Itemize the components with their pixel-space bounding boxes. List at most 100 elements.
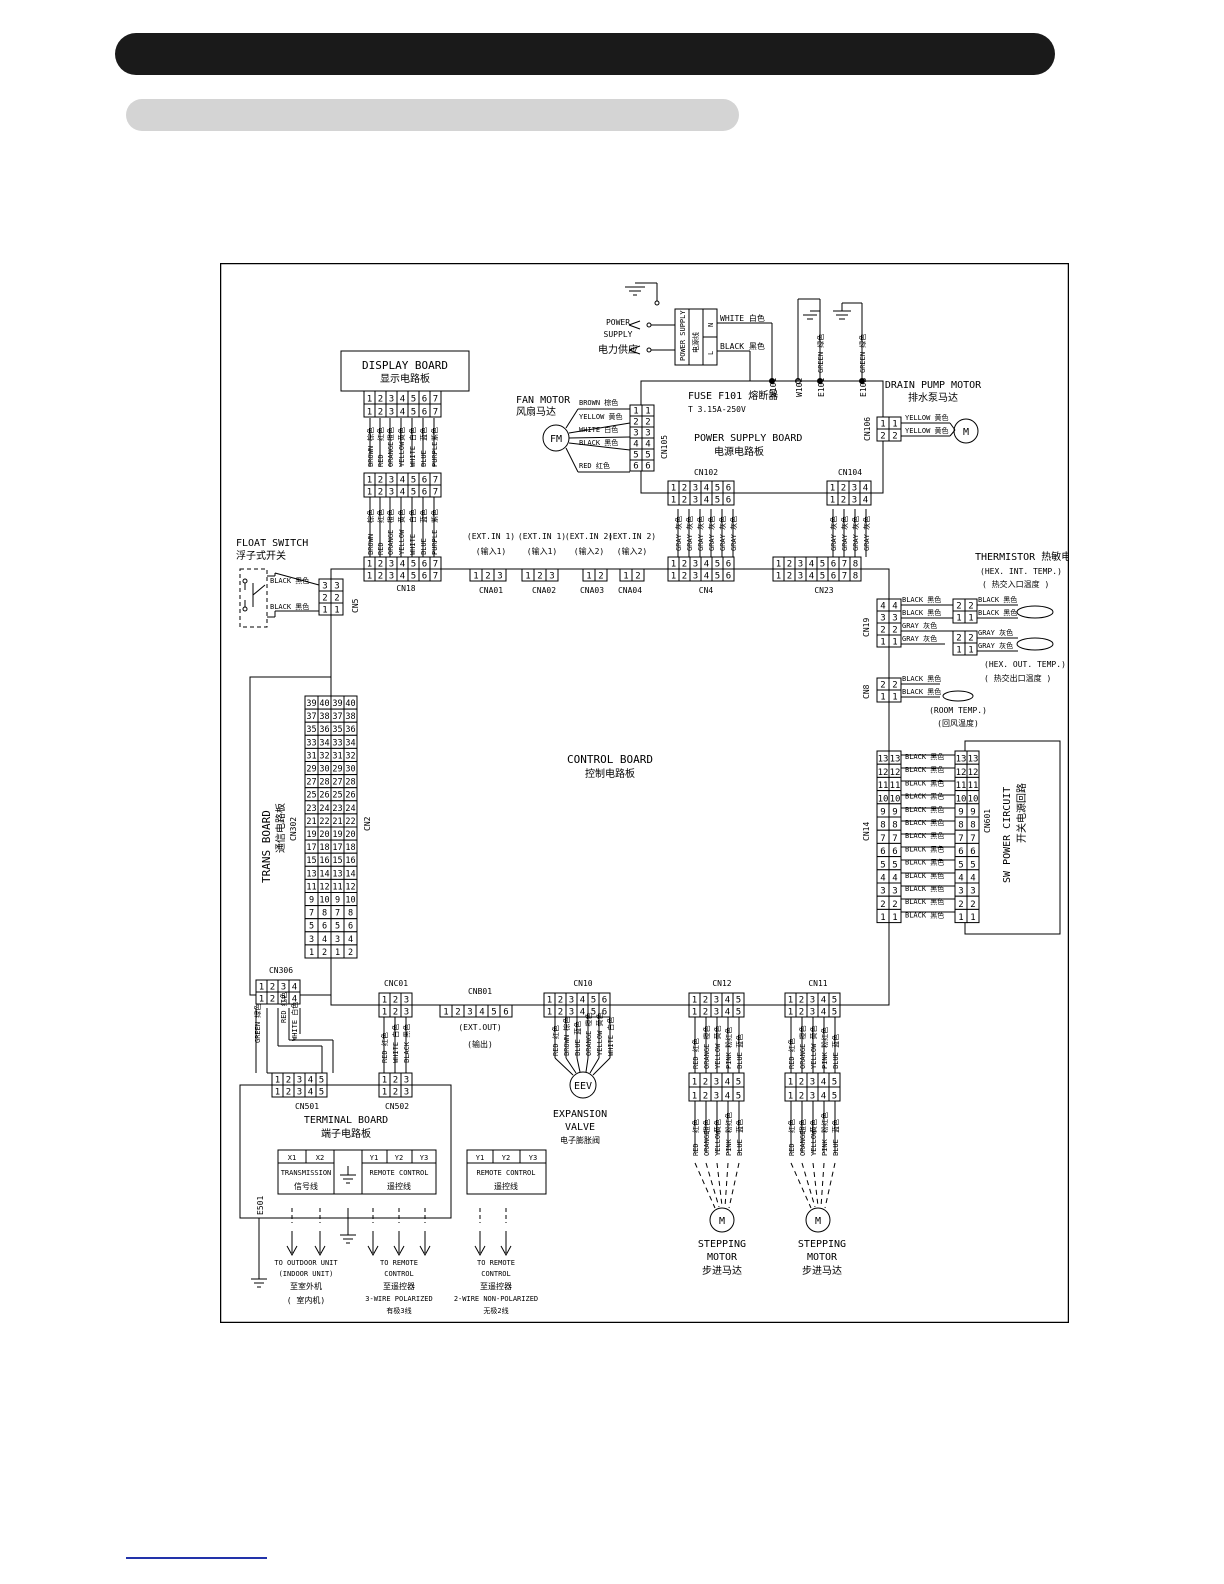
connector-pin-number: 2 [703, 996, 708, 1006]
stepping-motor-2-label-2: MOTOR [807, 1252, 838, 1263]
connector-pin-number: 3 [714, 996, 719, 1006]
connector-pin-number: 4 [400, 476, 405, 486]
connector-pin [964, 642, 978, 656]
connector-pin [732, 1004, 745, 1018]
cn2-label: CN2 [363, 816, 372, 831]
connector-pin-number: 35 [332, 725, 342, 735]
connector-pin-number: 21 [306, 817, 316, 827]
connector-pin-number: 1 [776, 572, 781, 582]
connector-pin-number: 3 [714, 1078, 719, 1088]
connector-pin-number: 16 [345, 856, 355, 866]
cn18-wire-1: RED [377, 542, 385, 555]
connector-pin-number: 1 [788, 1092, 793, 1102]
cn23-gray-wire-0: GRAY 灰色 [829, 516, 838, 551]
expansion-valve-label-2: VALVE [565, 1122, 595, 1133]
thermistor-hex-in-label: (HEX. INT. TEMP.) [980, 567, 1062, 576]
connector-pin-number: 10 [968, 794, 979, 804]
connector-pin-number: 3 [892, 614, 897, 624]
connector-pin-number: 31 [306, 751, 316, 761]
connector-pin-number: 6 [422, 408, 427, 418]
terminal-y1-a: Y1 [370, 1154, 378, 1162]
float-switch-label: FLOAT SWITCH [236, 538, 308, 549]
green-earth-1: GREEN 绿色 [816, 334, 825, 373]
cn18-wire-zh-0: 棕色 [366, 509, 375, 523]
connector-pin-number: 4 [400, 408, 405, 418]
connector-pin-number: 3 [798, 560, 803, 570]
cn12-wire-3: PINK 粉红色 [724, 1027, 733, 1069]
connector-pin-number: 7 [970, 834, 975, 844]
connector-pin-number: 5 [491, 1008, 496, 1018]
connector-pin-number: 7 [958, 834, 963, 844]
cn302-label: CN302 [289, 817, 298, 841]
connector-pin-number: 7 [433, 476, 438, 486]
e501-label: E501 [256, 1196, 265, 1215]
connector-pin-number: 16 [319, 856, 329, 866]
th-wire-8: GRAY 灰色 [978, 641, 1013, 650]
th-wire-2: BLACK 黑色 [902, 608, 941, 617]
connector-pin-number: 2 [485, 572, 490, 582]
connector-pin-number: 3 [389, 572, 394, 582]
drain-pump-symbol [953, 418, 979, 444]
cn18-wire-zh-6: 紫色 [430, 509, 439, 523]
header-bar [115, 33, 1055, 75]
connector-pin-number: 1 [645, 407, 650, 417]
cn11-wire-0: RED 红色 [787, 1038, 796, 1069]
stepping-motor-1-label-1: STEPPING [698, 1239, 746, 1250]
connector-pin-number: 4 [292, 983, 297, 993]
cn14-wire-12: BLACK 黑色 [905, 910, 944, 919]
fan-motor-label: FAN MOTOR [516, 395, 571, 406]
connector-pin-number: 1 [367, 408, 372, 418]
display-wire-4: WHITE [409, 446, 417, 467]
connector-pin-number: 1 [367, 476, 372, 486]
connector-pin-number: 2 [378, 572, 383, 582]
connector-pin [315, 1084, 328, 1098]
cn11-wire-4: BLUE 蓝色 [831, 1034, 840, 1069]
connector-pin-number: 3 [693, 496, 698, 506]
connector-pin-number: 6 [422, 476, 427, 486]
connector-pin-number: 7 [433, 395, 438, 405]
connector-pin-number: 26 [345, 791, 355, 801]
cn106-label: CN106 [863, 417, 872, 441]
connector-pin-number: 2 [703, 1092, 708, 1102]
connector-pin-number: 11 [956, 781, 967, 791]
stepping-motor-1-label-2: MOTOR [707, 1252, 738, 1263]
connector-pin-number: 5 [736, 996, 741, 1006]
connector-pin-number: 6 [422, 572, 427, 582]
cn8-label: CN8 [862, 684, 871, 699]
connector-pin-number: 15 [306, 856, 316, 866]
ext-in2-label-b: (EXT.IN 2) [608, 532, 656, 541]
connector-pin-number: 5 [736, 1078, 741, 1088]
terminal-board-label: TERMINAL BOARD [304, 1115, 388, 1126]
connector-pin-number: 7 [842, 572, 847, 582]
cnc01-wire-2: BLACK 黑色 [402, 1024, 411, 1063]
connector-pin-number: 8 [322, 909, 327, 919]
connector-pin-number: 3 [389, 476, 394, 486]
connector-pin-number: 39 [332, 699, 342, 709]
trans-board-label-zh: 通信电路板 [274, 803, 287, 853]
connector-pin-number: 36 [319, 725, 329, 735]
connector-pin [631, 568, 645, 582]
connector-pin-number: 4 [479, 1008, 484, 1018]
cn104-cn23-cable [832, 509, 867, 557]
cn14-wire-10: BLACK 黑色 [905, 884, 944, 893]
connector-pin-number: 2 [880, 432, 885, 442]
dest-remote3-3: 至遥控器 [383, 1281, 415, 1291]
stepping-motor-2-label-zh: 步进马达 [802, 1265, 842, 1277]
cn12-relay-wire-1: ORANGE [703, 1131, 711, 1156]
connector-pin-number: 3 [404, 1008, 409, 1018]
connector-pin-number: 27 [306, 778, 316, 788]
connector-pin-number: 6 [503, 1008, 508, 1018]
fuse-rating: T 3.15A-250V [688, 405, 746, 414]
cn18-wire-0: BROWN [367, 534, 375, 555]
connector-pin-number: 23 [306, 804, 316, 814]
w102-label: W102 [795, 378, 804, 397]
th-wire-1: BLACK 黑色 [902, 595, 941, 604]
connector-pin-number: 5 [958, 860, 963, 870]
display-wire-zh-0: 棕色 [366, 427, 375, 441]
sw-power-label: SW POWER CIRCUIT [1002, 787, 1013, 883]
